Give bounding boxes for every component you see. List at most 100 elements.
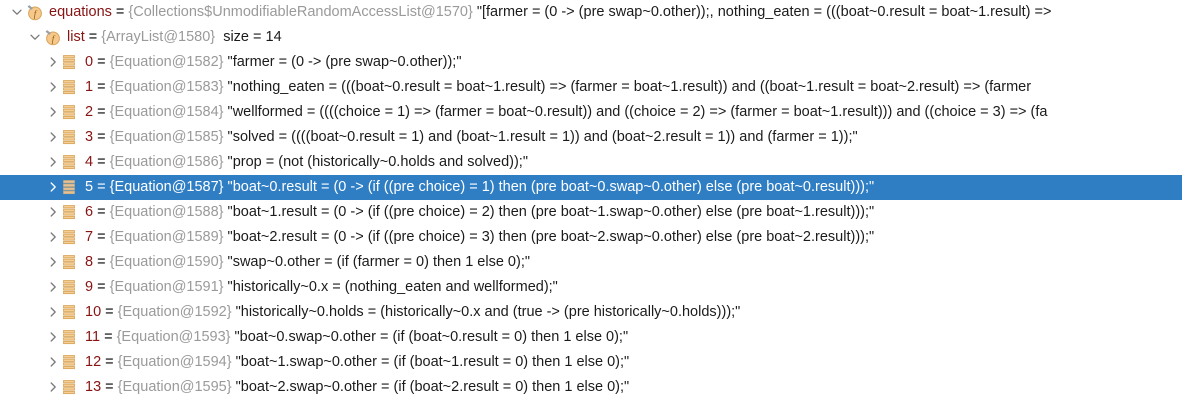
list-icon <box>61 300 81 325</box>
tree-row[interactable]: 10 = {Equation@1592} "historically~0.hol… <box>0 300 1182 325</box>
list-icon <box>61 325 81 350</box>
chevron-right-icon[interactable] <box>45 100 61 125</box>
variable-value: "boat~2.result = (0 -> (if ((pre choice)… <box>223 229 875 245</box>
tree-row[interactable]: 0 = {Equation@1582} "farmer = (0 -> (pre… <box>0 50 1182 75</box>
variable-name: equations <box>49 4 112 20</box>
list-icon <box>61 75 81 100</box>
equals-sign: = <box>93 129 110 145</box>
svg-text:f: f <box>52 34 56 44</box>
variable-type: {Equation@1590} <box>109 254 224 270</box>
chevron-right-icon[interactable] <box>45 50 61 75</box>
equals-sign: = <box>93 154 110 170</box>
equals-sign: = <box>93 279 110 295</box>
tree-row[interactable]: f equations = {Collections$UnmodifiableRa… <box>0 0 1182 25</box>
list-icon <box>61 275 81 300</box>
variable-name: 9 <box>85 279 94 295</box>
equals-sign: = <box>84 29 102 45</box>
variable-name: 1 <box>85 79 94 95</box>
variable-value: "boat~1.swap~0.other = (if (boat~1.resul… <box>231 354 630 370</box>
variable-value: "farmer = (0 -> (pre swap~0.other));" <box>223 54 462 70</box>
variable-name: 7 <box>85 229 94 245</box>
variable-type: {Equation@1593} <box>116 329 231 345</box>
equals-sign: = <box>93 79 110 95</box>
field-icon: f <box>25 0 45 25</box>
chevron-right-icon[interactable] <box>45 325 61 350</box>
tree-row[interactable]: 2 = {Equation@1584} "wellformed = ((((ch… <box>0 100 1182 125</box>
variable-value: "prop = (not (historically~0.holds and s… <box>223 154 528 170</box>
chevron-right-icon[interactable] <box>45 275 61 300</box>
tree-row[interactable]: 12 = {Equation@1594} "boat~1.swap~0.othe… <box>0 350 1182 375</box>
variable-name: list <box>67 29 85 45</box>
variable-value: "wellformed = ((((choice = 1) => (farmer… <box>223 104 1048 120</box>
equals-sign: = <box>101 304 118 320</box>
variable-name: 2 <box>85 104 94 120</box>
variable-type: {Equation@1585} <box>109 129 224 145</box>
list-icon <box>61 225 81 250</box>
chevron-right-icon[interactable] <box>45 350 61 375</box>
tree-row[interactable]: 6 = {Equation@1588} "boat~1.result = (0 … <box>0 200 1182 225</box>
equals-sign: = <box>93 254 110 270</box>
chevron-right-icon[interactable] <box>45 125 61 150</box>
variable-name: 6 <box>85 204 94 220</box>
list-icon <box>61 200 81 225</box>
variable-type: {Equation@1584} <box>109 104 224 120</box>
tree-row[interactable]: 1 = {Equation@1583} "nothing_eaten = (((… <box>0 75 1182 100</box>
tree-row[interactable]: 13 = {Equation@1595} "boat~2.swap~0.othe… <box>0 375 1182 400</box>
chevron-down-icon[interactable] <box>27 25 43 50</box>
variable-type: {Equation@1595} <box>117 379 232 395</box>
equals-sign: = <box>101 379 118 395</box>
chevron-right-icon[interactable] <box>45 175 61 200</box>
tree-row[interactable]: 8 = {Equation@1590} "swap~0.other = (if … <box>0 250 1182 275</box>
variable-value: "boat~0.swap~0.other = (if (boat~0.resul… <box>230 329 629 345</box>
variable-value: "historically~0.x = (nothing_eaten and w… <box>223 279 558 295</box>
equals-sign: = <box>93 104 110 120</box>
chevron-right-icon[interactable] <box>45 225 61 250</box>
variable-name: 0 <box>85 54 94 70</box>
tree-row[interactable]: 3 = {Equation@1585} "solved = ((((boat~0… <box>0 125 1182 150</box>
chevron-right-icon[interactable] <box>45 150 61 175</box>
variable-type: {Equation@1582} <box>109 54 224 70</box>
chevron-right-icon[interactable] <box>45 375 61 400</box>
variable-value: "swap~0.other = (if (farmer = 0) then 1 … <box>223 254 530 270</box>
chevron-down-icon[interactable] <box>9 0 25 25</box>
chevron-right-icon[interactable] <box>45 250 61 275</box>
list-icon <box>61 150 81 175</box>
list-icon <box>61 350 81 375</box>
variable-value: "historically~0.holds = (historically~0.… <box>231 304 741 320</box>
variable-name: 8 <box>85 254 94 270</box>
variable-value: "solved = ((((boat~0.result = 1) and (bo… <box>223 129 858 145</box>
variable-type: {Equation@1594} <box>117 354 232 370</box>
variable-name: 12 <box>85 354 102 370</box>
variable-name: 13 <box>85 379 102 395</box>
tree-row[interactable]: 11 = {Equation@1593} "boat~0.swap~0.othe… <box>0 325 1182 350</box>
equals-sign: = <box>111 4 129 20</box>
tree-row[interactable]: 4 = {Equation@1586} "prop = (not (histor… <box>0 150 1182 175</box>
svg-text:f: f <box>34 9 38 19</box>
chevron-right-icon[interactable] <box>45 300 61 325</box>
variable-type: {Equation@1587} <box>109 179 224 195</box>
variable-name: 3 <box>85 129 94 145</box>
list-icon <box>61 175 81 200</box>
list-icon <box>61 250 81 275</box>
field-icon: f <box>43 25 63 50</box>
variable-type: {Equation@1588} <box>109 204 224 220</box>
variable-name: 10 <box>85 304 102 320</box>
variable-name: 11 <box>85 329 101 345</box>
equals-sign: = <box>93 179 110 195</box>
variable-value: "[farmer = (0 -> (pre swap~0.other));, n… <box>472 4 1052 20</box>
variable-type: {Collections$UnmodifiableRandomAccessLis… <box>128 4 473 20</box>
variable-value: "nothing_eaten = (((boat~0.result = boat… <box>223 79 1032 95</box>
tree-row[interactable]: 5 = {Equation@1587} "boat~0.result = (0 … <box>0 175 1182 200</box>
chevron-right-icon[interactable] <box>45 75 61 100</box>
variable-value: "boat~2.swap~0.other = (if (boat~2.resul… <box>231 379 630 395</box>
tree-row[interactable]: 9 = {Equation@1591} "historically~0.x = … <box>0 275 1182 300</box>
chevron-right-icon[interactable] <box>45 200 61 225</box>
list-icon <box>61 50 81 75</box>
variable-value: size = 14 <box>215 29 282 45</box>
variable-value: "boat~1.result = (0 -> (if ((pre choice)… <box>223 204 875 220</box>
list-icon <box>61 375 81 400</box>
tree-row[interactable]: 7 = {Equation@1589} "boat~2.result = (0 … <box>0 225 1182 250</box>
equals-sign: = <box>93 229 110 245</box>
